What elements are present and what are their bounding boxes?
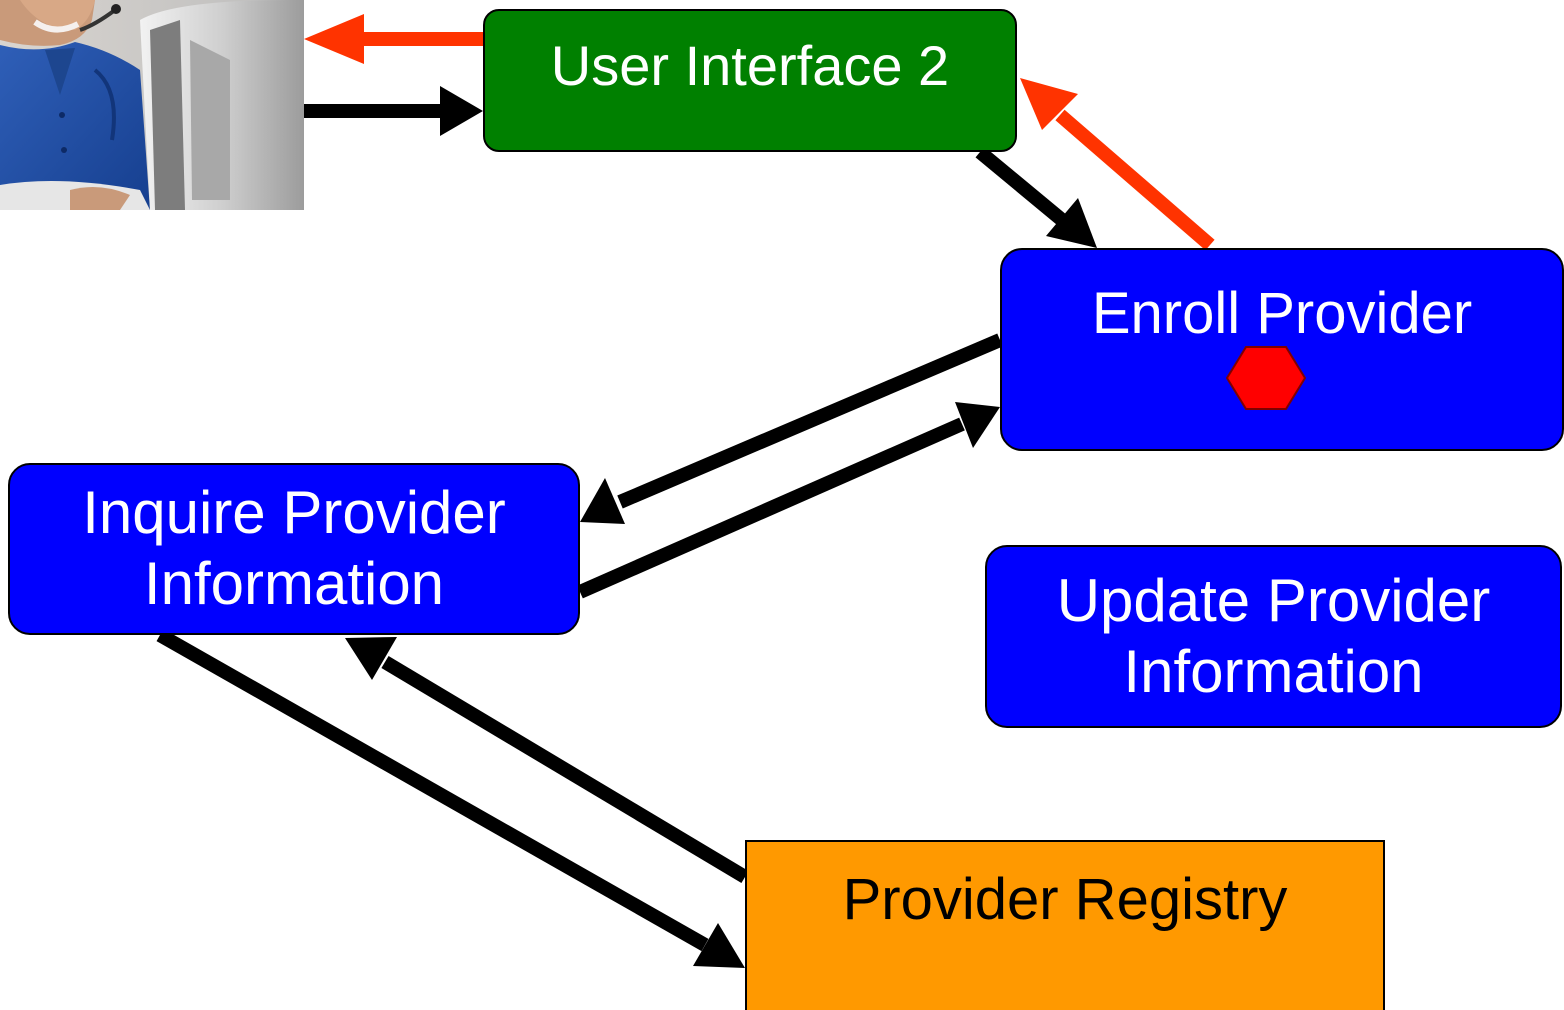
- user-interface-label: User Interface 2: [550, 34, 950, 98]
- update-provider-node: Update Provider Information: [985, 545, 1562, 728]
- arrow-ui-to-enroll: [1046, 198, 1097, 248]
- hexagon-marker-icon: [1226, 346, 1306, 410]
- inquire-provider-node: Inquire Provider Information: [8, 463, 580, 635]
- user-photo: [0, 0, 304, 210]
- arrow-enroll-to-inquire: [580, 478, 625, 524]
- arrow-inquire-to-registry: [693, 923, 745, 968]
- enroll-provider-label: Enroll Provider: [1091, 281, 1473, 346]
- user-interface-node: User Interface 2: [483, 9, 1017, 152]
- arrow-registry-to-inquire: [345, 637, 397, 680]
- arrow-user-to-ui: [440, 86, 483, 136]
- arrow-ui-to-user: [304, 14, 364, 64]
- arrow-inquire-to-enroll: [955, 402, 1000, 448]
- inquire-provider-label: Inquire Provider Information: [82, 479, 506, 617]
- provider-registry-label: Provider Registry: [842, 867, 1288, 932]
- arrow-enroll-to-ui: [1020, 78, 1078, 130]
- provider-registry-node: Provider Registry: [745, 840, 1385, 1010]
- update-provider-label: Update Provider Information: [1056, 566, 1491, 705]
